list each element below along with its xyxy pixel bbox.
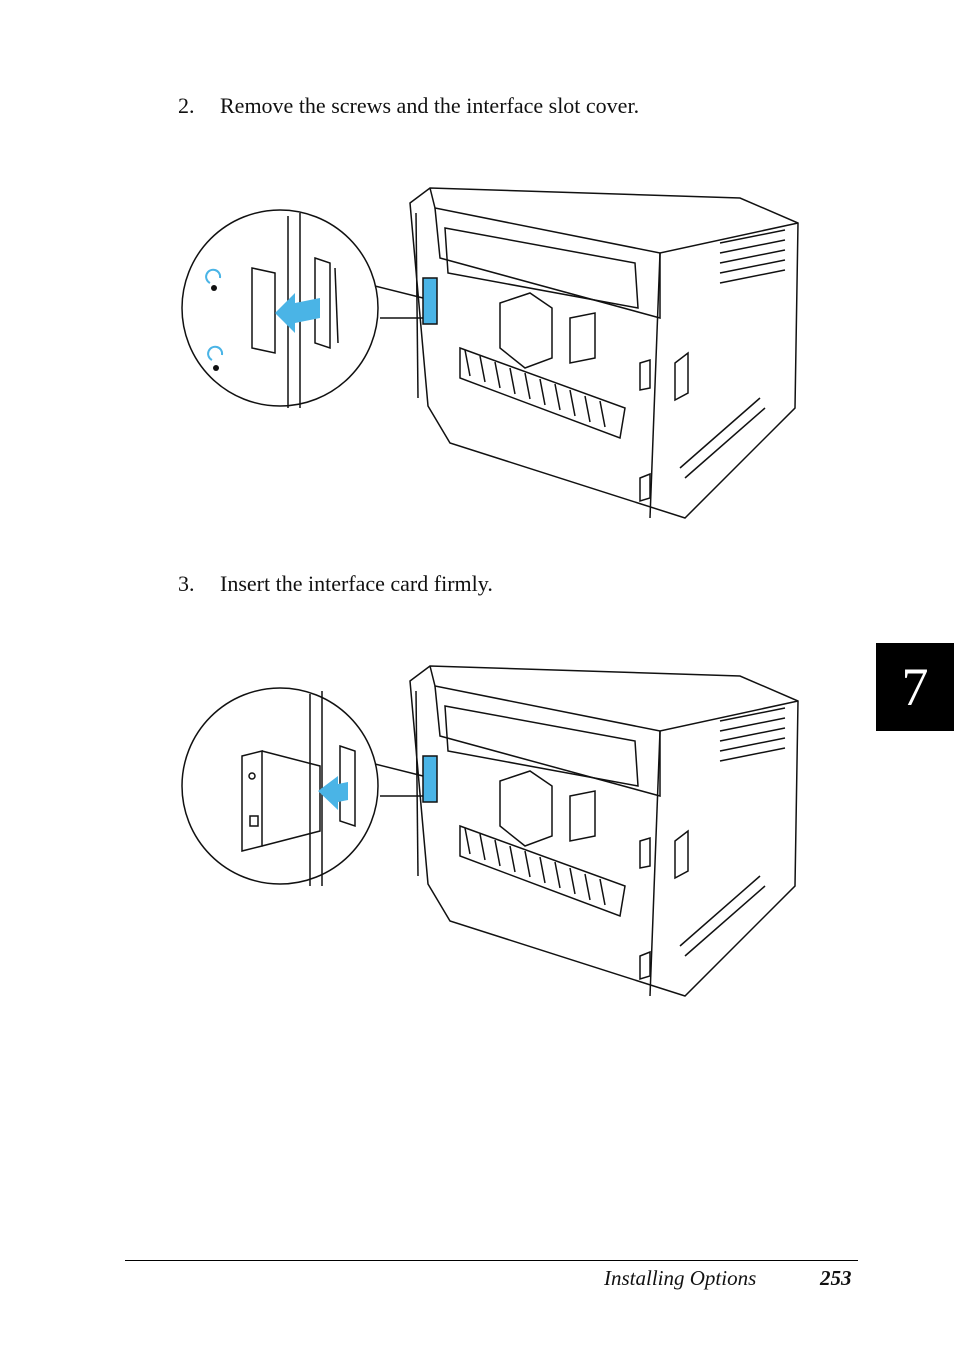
figure-remove-cover (180, 168, 810, 528)
figure-insert-card (180, 646, 810, 1006)
page-number: 253 (820, 1266, 852, 1290)
step-number: 2. (178, 93, 195, 118)
removal-arrow (275, 293, 320, 333)
interface-card-detail (241, 750, 321, 852)
step-text: Insert the interface card firmly. (220, 571, 493, 596)
insert-arrow (318, 776, 348, 810)
printer-rear-illustration (181, 187, 799, 519)
chapter-tab: 7 (876, 643, 954, 731)
step-text: Remove the screws and the interface slot… (220, 93, 640, 118)
footer-section-title: Installing Options (604, 1266, 757, 1290)
step-number: 3. (178, 571, 195, 596)
step-2: 2. Remove the screws and the interface sl… (178, 92, 639, 120)
footer-rule (125, 1260, 858, 1261)
step-3: 3. Insert the interface card firmly. (178, 570, 493, 598)
rotate-screw-icon (205, 268, 224, 361)
printer-rear-illustration (181, 665, 799, 997)
